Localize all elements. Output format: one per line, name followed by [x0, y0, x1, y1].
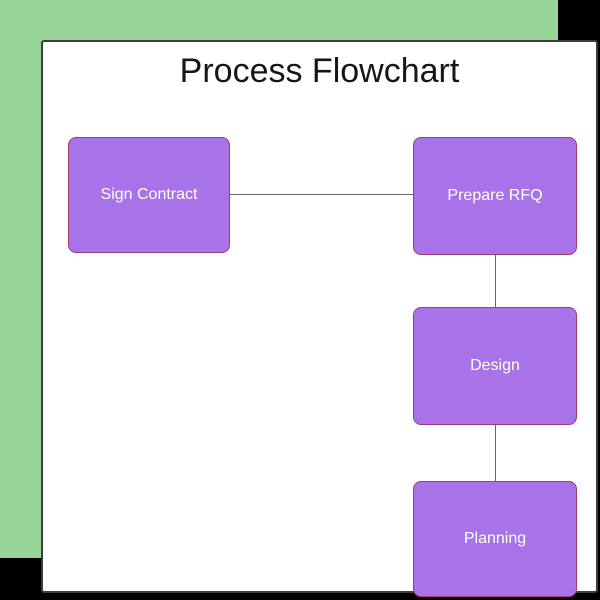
node-label: Prepare RFQ [447, 187, 543, 204]
connector-sign-contract-to-prepare-rfq [230, 194, 413, 195]
node-label: Planning [463, 530, 527, 547]
flowchart-node-prepare-rfq[interactable]: Prepare RFQ [413, 137, 577, 255]
connector-design-to-planning [495, 425, 496, 481]
flowchart-node-sign-contract[interactable]: Sign Contract [68, 137, 230, 253]
connector-prepare-rfq-to-design [495, 255, 496, 307]
flowchart-node-planning[interactable]: Planning [413, 481, 577, 597]
node-label: Sign Contract [100, 186, 198, 203]
page-title: Process Flowchart [179, 52, 460, 90]
node-label: Design [470, 357, 520, 374]
flowchart-node-design[interactable]: Design [413, 307, 577, 425]
